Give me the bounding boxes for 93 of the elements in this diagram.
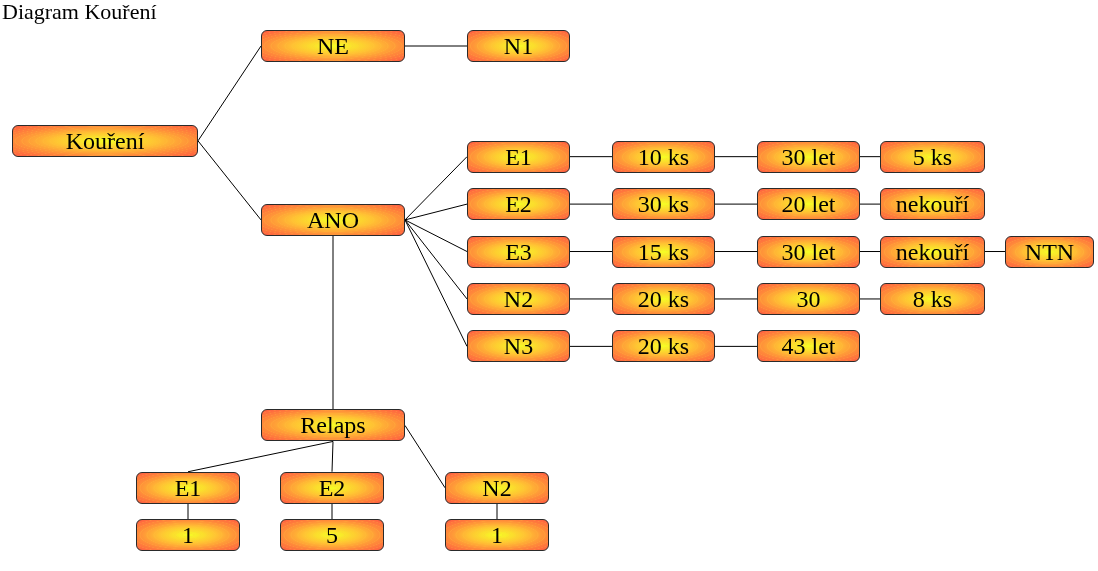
node-box: [612, 235, 715, 268]
node-box: [757, 140, 860, 173]
node-label: 20 ks: [637, 334, 690, 359]
connector-line: [714, 251, 758, 253]
connector-line: [197, 45, 262, 142]
node-box: [612, 330, 715, 363]
node-box: [880, 235, 985, 268]
node-label: 8 ks: [912, 286, 953, 311]
node-label: Kouření: [65, 128, 145, 153]
node-label: Relaps: [300, 413, 366, 438]
node-box: [757, 235, 860, 268]
node-label: N2: [482, 475, 512, 500]
node-label: nekouří: [895, 192, 970, 217]
connector-line: [569, 298, 613, 300]
connector-line: [859, 203, 881, 205]
node-label: N3: [503, 334, 534, 359]
connector-line: [404, 219, 468, 253]
node-box: [261, 203, 405, 236]
connector-line: [404, 45, 468, 47]
node-label: 30 let: [781, 239, 836, 264]
node-label: 1: [182, 523, 194, 548]
node-box: [261, 409, 405, 442]
node-box: [880, 140, 985, 173]
node-box: [280, 519, 384, 552]
node-label: E1: [505, 144, 532, 169]
node-label: 20 let: [781, 192, 836, 217]
node-box: [467, 235, 570, 268]
connector-line: [859, 251, 881, 253]
connector-line: [404, 203, 468, 221]
connector-line: [569, 156, 613, 158]
node-box: [467, 30, 570, 62]
node-box: [467, 188, 570, 221]
node-box: [612, 188, 715, 221]
node-label: 30 ks: [637, 192, 690, 217]
connector-line: [404, 219, 468, 347]
node-box: [880, 188, 985, 221]
node-box: [612, 140, 715, 173]
connector-line: [569, 345, 613, 347]
node-box: [261, 30, 405, 62]
node-box: [467, 330, 570, 363]
connector-line: [496, 503, 498, 520]
node-box: [467, 140, 570, 173]
connector-line: [569, 251, 613, 253]
node-label: 5 ks: [912, 144, 953, 169]
node-label: 30: [796, 286, 821, 311]
node-label: E1: [174, 475, 202, 500]
node-label: E2: [318, 475, 346, 500]
node-box: [757, 282, 860, 315]
connector-line: [187, 440, 334, 473]
node-label: 30 let: [781, 144, 836, 169]
connector-line: [569, 203, 613, 205]
connector-line: [332, 235, 334, 410]
node-label: 5: [326, 523, 338, 548]
node-label: 15 ks: [637, 239, 690, 264]
connector-line: [859, 298, 881, 300]
node-label: 20 ks: [637, 286, 690, 311]
connector-line: [404, 219, 468, 300]
node-label: E2: [505, 192, 532, 217]
node-label: N1: [503, 34, 534, 58]
connector-line: [714, 203, 758, 205]
node-label: 1: [491, 523, 503, 548]
connector-line: [714, 345, 758, 347]
connector-line: [404, 156, 468, 221]
node-box: [1005, 235, 1094, 268]
node-label: NTN: [1024, 239, 1075, 264]
node-box: [880, 282, 985, 315]
node-box: [612, 282, 715, 315]
node-box: [757, 330, 860, 363]
connector-line: [187, 503, 189, 520]
connector-line: [331, 440, 334, 473]
node-label: NE: [317, 34, 349, 58]
node-label: N2: [503, 286, 534, 311]
connector-line: [197, 140, 262, 221]
node-label: 10 ks: [637, 144, 690, 169]
connector-line: [714, 298, 758, 300]
connector-line: [331, 503, 333, 520]
node-label: ANO: [307, 207, 359, 232]
node-box: [445, 471, 549, 504]
node-box: [280, 471, 384, 504]
diagram-title: Diagram Kouření: [2, 0, 157, 24]
node-label: 43 let: [781, 334, 836, 359]
connector-line: [714, 156, 758, 158]
connector-line: [984, 251, 1006, 253]
node-box: [136, 471, 240, 504]
connector-line: [404, 424, 446, 489]
node-box: [136, 519, 240, 552]
node-label: E3: [505, 239, 532, 264]
node-box: [12, 124, 198, 157]
node-box: [445, 519, 549, 552]
connector-line: [859, 156, 881, 158]
node-box: [467, 282, 570, 315]
node-box: [757, 188, 860, 221]
node-label: nekouří: [895, 239, 970, 264]
